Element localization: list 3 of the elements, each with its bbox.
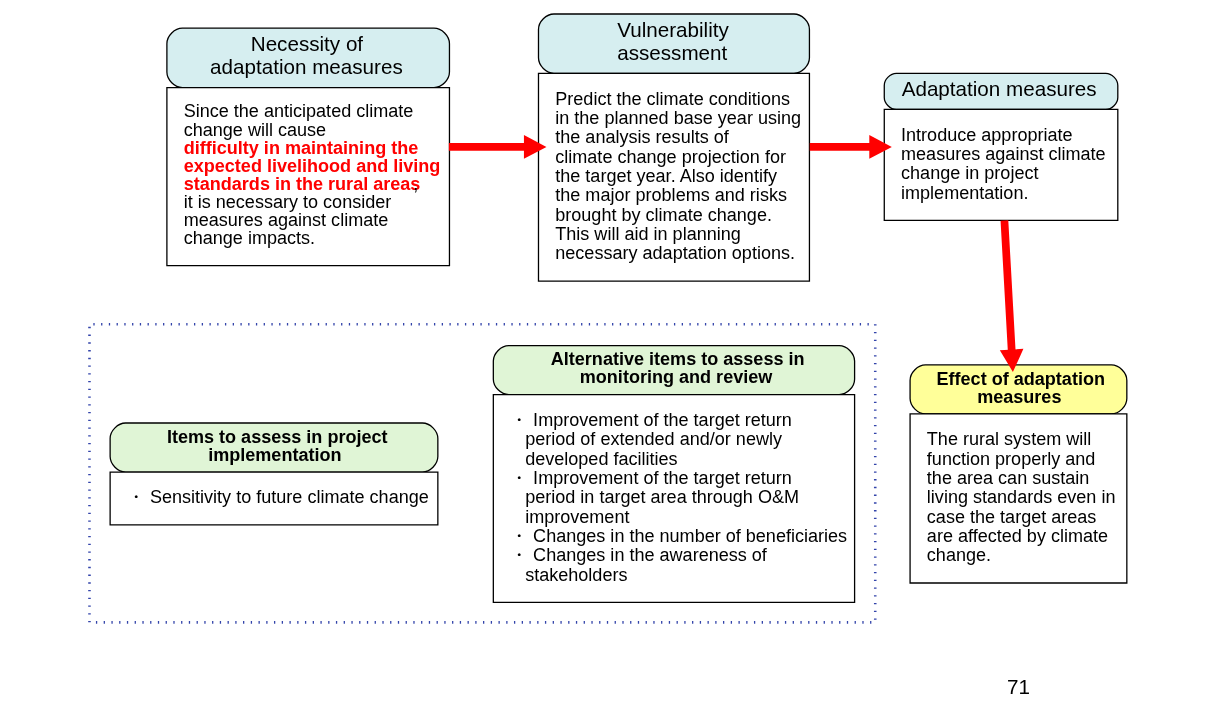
arrow	[448, 135, 546, 159]
label: 71	[1006, 675, 1030, 699]
cluster	[87, 323, 877, 624]
